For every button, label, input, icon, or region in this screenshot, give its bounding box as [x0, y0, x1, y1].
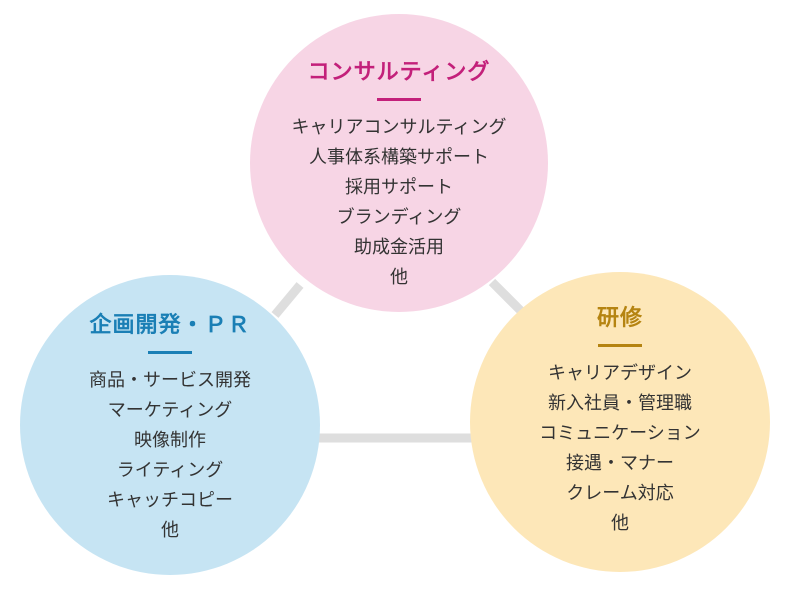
- list-item: 商品・サービス開発: [89, 370, 251, 391]
- list-item: コミュニケーション: [539, 423, 701, 444]
- list-item: 他: [389, 267, 408, 288]
- consulting-title: コンサルティング: [307, 60, 491, 85]
- planning-pr-circle: 企画開発・ＰＲ 商品・サービス開発 マーケティング 映像制作 ライティング キャ…: [20, 275, 320, 575]
- list-item: 人事体系構築サポート: [308, 147, 489, 168]
- consulting-title-underline: [377, 98, 421, 101]
- list-item: 他: [610, 513, 629, 534]
- list-item: 採用サポート: [344, 177, 453, 198]
- list-item: マーケティング: [107, 400, 233, 421]
- list-item: クレーム対応: [566, 483, 674, 504]
- connector-consulting-training: [488, 278, 526, 316]
- list-item: キャリアコンサルティング: [291, 117, 507, 138]
- list-item: キャリアデザイン: [547, 363, 692, 384]
- list-item: 映像制作: [134, 430, 206, 451]
- training-title-underline: [598, 344, 642, 347]
- list-item: キャッチコピー: [107, 490, 233, 511]
- list-item: 接遇・マナー: [565, 453, 674, 474]
- planning-pr-title: 企画開発・ＰＲ: [89, 313, 251, 338]
- planning-pr-title-underline: [148, 351, 192, 354]
- training-circle: 研修 キャリアデザイン 新入社員・管理職 コミュニケーション 接遇・マナー クレ…: [470, 272, 770, 572]
- connector-consulting-planning: [271, 282, 304, 318]
- list-item: 助成金活用: [353, 237, 444, 258]
- consulting-circle: コンサルティング キャリアコンサルティング 人事体系構築サポート 採用サポート …: [250, 14, 548, 312]
- list-item: ライティング: [116, 460, 224, 481]
- list-item: ブランディング: [336, 207, 462, 228]
- training-title: 研修: [596, 306, 643, 331]
- training-items: キャリアデザイン 新入社員・管理職 コミュニケーション 接遇・マナー クレーム対…: [539, 359, 701, 539]
- consulting-items: キャリアコンサルティング 人事体系構築サポート 採用サポート ブランディング 助…: [292, 113, 507, 293]
- list-item: 新入社員・管理職: [547, 393, 692, 414]
- list-item: 他: [161, 520, 179, 541]
- planning-pr-items: 商品・サービス開発 マーケティング 映像制作 ライティング キャッチコピー 他: [89, 366, 251, 546]
